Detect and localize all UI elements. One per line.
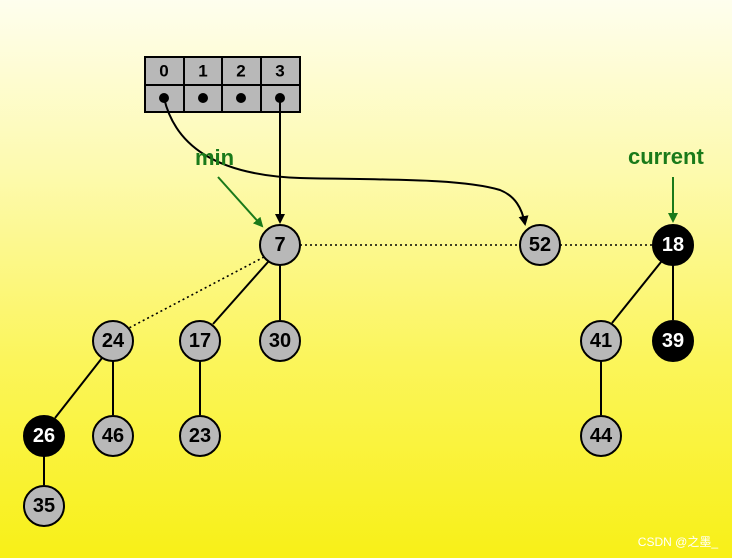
node-35: 35 [23, 485, 65, 527]
node-39: 39 [652, 320, 694, 362]
svg-text:39: 39 [662, 330, 684, 352]
array-index-1: 1 [198, 62, 207, 81]
array-index-0: 0 [159, 62, 168, 81]
pointer-arrow-0-to-52 [163, 97, 529, 226]
svg-text:35: 35 [33, 495, 55, 517]
svg-text:44: 44 [590, 425, 613, 447]
node-46: 46 [92, 415, 134, 457]
degree-array: 0 1 2 3 [144, 56, 301, 113]
node-24: 24 [92, 320, 134, 362]
svg-text:17: 17 [189, 330, 211, 352]
current-label: current [628, 144, 704, 169]
min-arrow [217, 176, 264, 228]
svg-text:52: 52 [529, 234, 551, 256]
array-pointer-dot-2 [236, 93, 246, 103]
svg-text:26: 26 [33, 425, 55, 447]
node-18: 18 [652, 224, 694, 266]
root-link-7-24 [128, 256, 265, 329]
svg-text:24: 24 [102, 330, 125, 352]
svg-text:41: 41 [590, 330, 612, 352]
node-44: 44 [580, 415, 622, 457]
node-26: 26 [23, 415, 65, 457]
svg-text:46: 46 [102, 425, 124, 447]
array-pointer-dot-1 [198, 93, 208, 103]
svg-text:23: 23 [189, 425, 211, 447]
edge-7-17 [212, 261, 269, 325]
array-index-3: 3 [275, 62, 284, 81]
node-30: 30 [259, 320, 301, 362]
array-index-cell-3 [260, 56, 301, 86]
node-23: 23 [179, 415, 221, 457]
svg-text:7: 7 [274, 234, 285, 256]
edge-18-41 [611, 261, 662, 324]
min-label: min [195, 145, 234, 170]
node-52: 52 [519, 224, 561, 266]
watermark-text: CSDN @之墨_ [637, 535, 718, 549]
array-index-2: 2 [236, 62, 245, 81]
edge-24-26 [54, 357, 103, 419]
node-41: 41 [580, 320, 622, 362]
svg-text:30: 30 [269, 330, 291, 352]
node-7: 7 [259, 224, 301, 266]
svg-text:18: 18 [662, 234, 684, 256]
node-17: 17 [179, 320, 221, 362]
